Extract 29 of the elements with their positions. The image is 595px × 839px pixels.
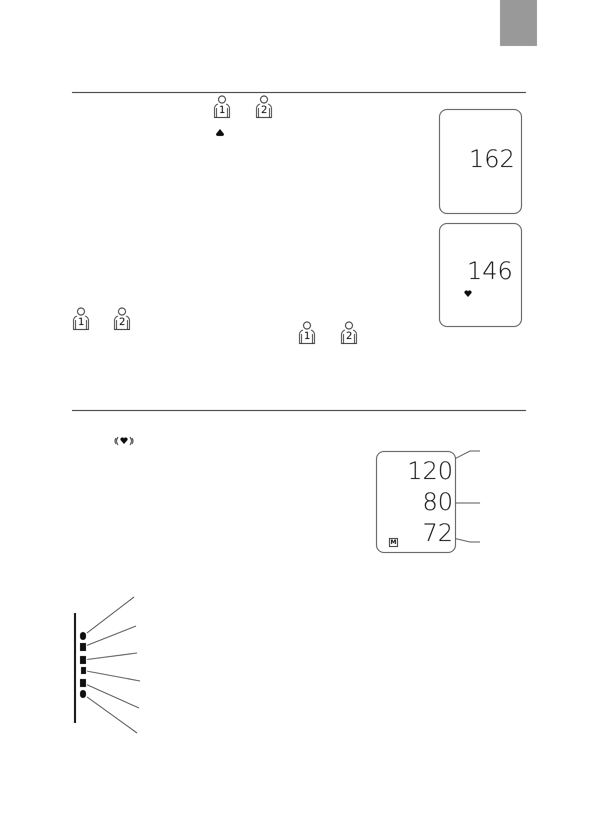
bar-segment <box>80 643 86 651</box>
user-number: 2 <box>346 332 352 342</box>
bar-segment <box>80 656 86 664</box>
display-reading: 146 <box>467 259 513 283</box>
leader-line <box>86 596 134 634</box>
leader-line <box>86 626 136 646</box>
user-number: 2 <box>261 106 268 116</box>
user-number: 1 <box>304 332 310 342</box>
leader-line <box>86 652 138 660</box>
display-reading: 72 <box>419 521 453 547</box>
bar-segment <box>80 632 86 640</box>
bar-segment <box>80 679 86 687</box>
bar-segment <box>80 690 86 698</box>
display-reading: 120 <box>405 459 453 485</box>
leader-line <box>86 684 140 708</box>
bar-segment <box>81 667 86 674</box>
display-reading: 162 <box>469 147 515 171</box>
leader-line <box>86 670 140 682</box>
lcd-display <box>439 109 522 214</box>
display-reading: 80 <box>419 490 453 516</box>
lcd-display <box>439 223 522 327</box>
lcd-display <box>376 451 456 553</box>
leader-line <box>86 696 138 734</box>
leader-line <box>454 502 480 504</box>
user-number: 1 <box>219 106 226 116</box>
user-number: 1 <box>78 318 84 328</box>
user-number: 2 <box>119 318 126 328</box>
leader-line <box>454 450 480 460</box>
leader-line <box>454 538 480 542</box>
